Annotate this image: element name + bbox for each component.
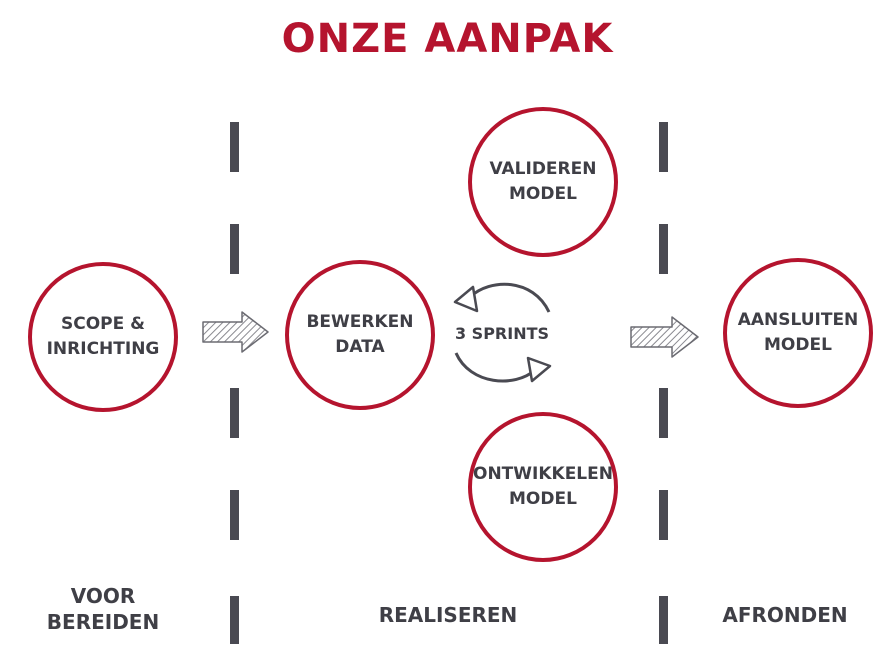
page-title: ONZE AANPAK — [281, 16, 614, 62]
divider-dash — [659, 596, 668, 644]
phase-afronden: AFRONDEN — [722, 603, 848, 627]
divider-dash — [230, 596, 239, 644]
step-aansluiten-circle: AANSLUITEN MODEL — [723, 258, 873, 408]
phase-realiseren: REALISEREN — [378, 603, 518, 627]
step-scope-circle: SCOPE & INRICHTING — [28, 262, 178, 412]
divider-dash — [659, 388, 668, 438]
divider-dash — [659, 224, 668, 274]
divider-dash — [659, 490, 668, 540]
divider-dash — [230, 122, 239, 172]
step-scope-label: SCOPE & INRICHTING — [46, 314, 160, 359]
cycle-label: 3 SPRINTS — [454, 324, 550, 343]
step-bewerken-circle: BEWERKEN DATA — [285, 260, 435, 410]
refresh-cycle-icon — [453, 282, 552, 383]
divider-dash — [659, 122, 668, 172]
step-ontwikkelen-circle: ONTWIKKELEN MODEL — [468, 412, 618, 562]
step-valideren-circle: VALIDEREN MODEL — [468, 107, 618, 257]
divider-dash — [230, 490, 239, 540]
hatched-right-arrow-icon — [202, 311, 269, 353]
divider-dash — [230, 224, 239, 274]
divider-dash — [230, 388, 239, 438]
step-ontwikkelen-label: ONTWIKKELEN MODEL — [473, 464, 613, 509]
step-bewerken-label: BEWERKEN DATA — [306, 312, 414, 357]
step-aansluiten-label: AANSLUITEN MODEL — [737, 310, 859, 355]
hatched-right-arrow-icon — [630, 316, 699, 358]
phase-voorbereiden: VOOR BEREIDEN — [46, 584, 160, 634]
step-valideren-label: VALIDEREN MODEL — [489, 159, 597, 204]
